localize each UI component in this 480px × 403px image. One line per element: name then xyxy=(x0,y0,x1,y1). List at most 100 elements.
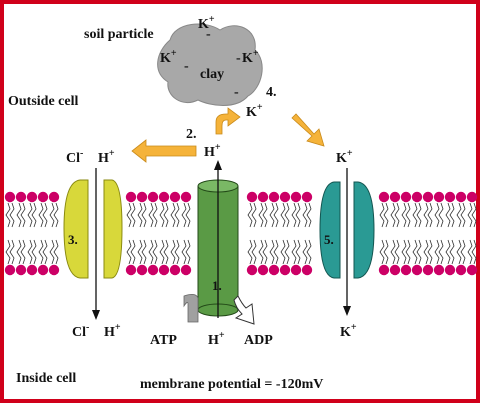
lipid-tail xyxy=(401,239,407,265)
lipid-tail xyxy=(445,202,451,228)
released-k-ion: K+ xyxy=(246,102,263,120)
lipid-tail xyxy=(49,202,55,228)
anion-channel-right-half xyxy=(103,179,123,279)
lipid-tail xyxy=(170,202,176,228)
lipid-head xyxy=(279,264,291,276)
clay-particle xyxy=(157,23,263,106)
lipid-tail xyxy=(302,239,308,265)
lipid-tail xyxy=(38,239,44,265)
lipid-tail xyxy=(185,239,191,265)
chloride-outside-label: Cl- xyxy=(66,148,83,166)
lipid-tail xyxy=(16,202,22,228)
lipid-head xyxy=(279,191,291,203)
lipid-tail xyxy=(390,202,396,228)
lipid-tail xyxy=(53,202,59,228)
lipid-head xyxy=(37,191,49,203)
step-2-label: 2. xyxy=(186,127,197,142)
proton-to-anion-channel-arrow xyxy=(131,139,197,163)
lipid-tail xyxy=(258,202,264,228)
lipid-head xyxy=(455,264,467,276)
proton-anion-inside-label: H+ xyxy=(104,322,121,340)
lipid-tail xyxy=(42,202,48,228)
lipid-head xyxy=(147,264,159,276)
atp-arrow xyxy=(183,294,199,323)
lipid-tail xyxy=(20,202,26,228)
lipid-head xyxy=(125,264,137,276)
anion-channel-number: 3. xyxy=(68,232,78,247)
lipid-tail xyxy=(423,239,429,265)
lipid-head xyxy=(301,191,313,203)
lipid-head xyxy=(422,264,434,276)
lipid-head xyxy=(26,264,38,276)
lipid-tail xyxy=(280,239,286,265)
k-channel-right-half xyxy=(353,181,375,279)
lipid-tail xyxy=(137,202,143,228)
lipid-head xyxy=(268,191,280,203)
lipid-head xyxy=(433,264,445,276)
lipid-tail xyxy=(27,202,33,228)
lipid-head xyxy=(4,191,16,203)
lipid-head xyxy=(147,191,159,203)
lipid-tail xyxy=(460,202,466,228)
clay-charge-right: - xyxy=(236,51,241,66)
lipid-head xyxy=(125,191,137,203)
proton-pump-number: 1. xyxy=(212,278,222,293)
lipid-tail xyxy=(427,239,433,265)
lipid-tail xyxy=(445,239,451,265)
lipid-tail xyxy=(5,202,11,228)
lipid-tail xyxy=(137,239,143,265)
lipid-tail xyxy=(5,239,11,265)
lipid-head xyxy=(433,191,445,203)
lipid-tail xyxy=(251,239,257,265)
lipid-tail xyxy=(49,239,55,265)
clay-k-right: K+ xyxy=(242,48,259,66)
lipid-tail xyxy=(31,202,37,228)
lipid-tail xyxy=(31,239,37,265)
lipid-tail xyxy=(38,202,44,228)
lipid-tail xyxy=(152,239,158,265)
lipid-tail xyxy=(159,202,165,228)
lipid-tail xyxy=(130,239,136,265)
lipid-tail xyxy=(258,239,264,265)
lipid-head xyxy=(444,264,456,276)
lipid-tail xyxy=(416,239,422,265)
lipid-tail xyxy=(434,202,440,228)
proton-pump-arrowhead xyxy=(214,160,222,170)
lipid-tail xyxy=(148,239,154,265)
lipid-head xyxy=(169,264,181,276)
lipid-tail xyxy=(163,239,169,265)
lipid-tail xyxy=(174,202,180,228)
lipid-tail xyxy=(185,202,191,228)
lipid-tail xyxy=(273,239,279,265)
lipid-head xyxy=(378,264,390,276)
lipid-tail xyxy=(262,202,268,228)
soil-particle-label: soil particle xyxy=(84,27,154,42)
lipid-tail xyxy=(383,202,389,228)
lipid-head xyxy=(389,264,401,276)
lipid-head xyxy=(48,191,60,203)
lipid-tail xyxy=(471,239,477,265)
lipid-head xyxy=(455,191,467,203)
proton-outside-label: H+ xyxy=(204,142,221,160)
lipid-tail xyxy=(181,202,187,228)
lipid-head xyxy=(422,191,434,203)
lipid-tail xyxy=(379,239,385,265)
lipid-head xyxy=(268,264,280,276)
lipid-tail xyxy=(9,239,15,265)
lipid-head xyxy=(411,191,423,203)
lipid-head xyxy=(246,264,258,276)
lipid-tail xyxy=(438,239,444,265)
lipid-head xyxy=(246,191,258,203)
lipid-head xyxy=(48,264,60,276)
lipid-head xyxy=(180,264,192,276)
lipid-tail xyxy=(449,202,455,228)
lipid-tail xyxy=(379,202,385,228)
lipid-tail xyxy=(262,239,268,265)
lipid-head xyxy=(136,191,148,203)
lipid-tail xyxy=(269,239,275,265)
lipid-head xyxy=(466,191,478,203)
lipid-tail xyxy=(291,202,297,228)
k-channel-number: 5. xyxy=(324,232,334,247)
lipid-head xyxy=(136,264,148,276)
lipid-tail xyxy=(284,239,290,265)
